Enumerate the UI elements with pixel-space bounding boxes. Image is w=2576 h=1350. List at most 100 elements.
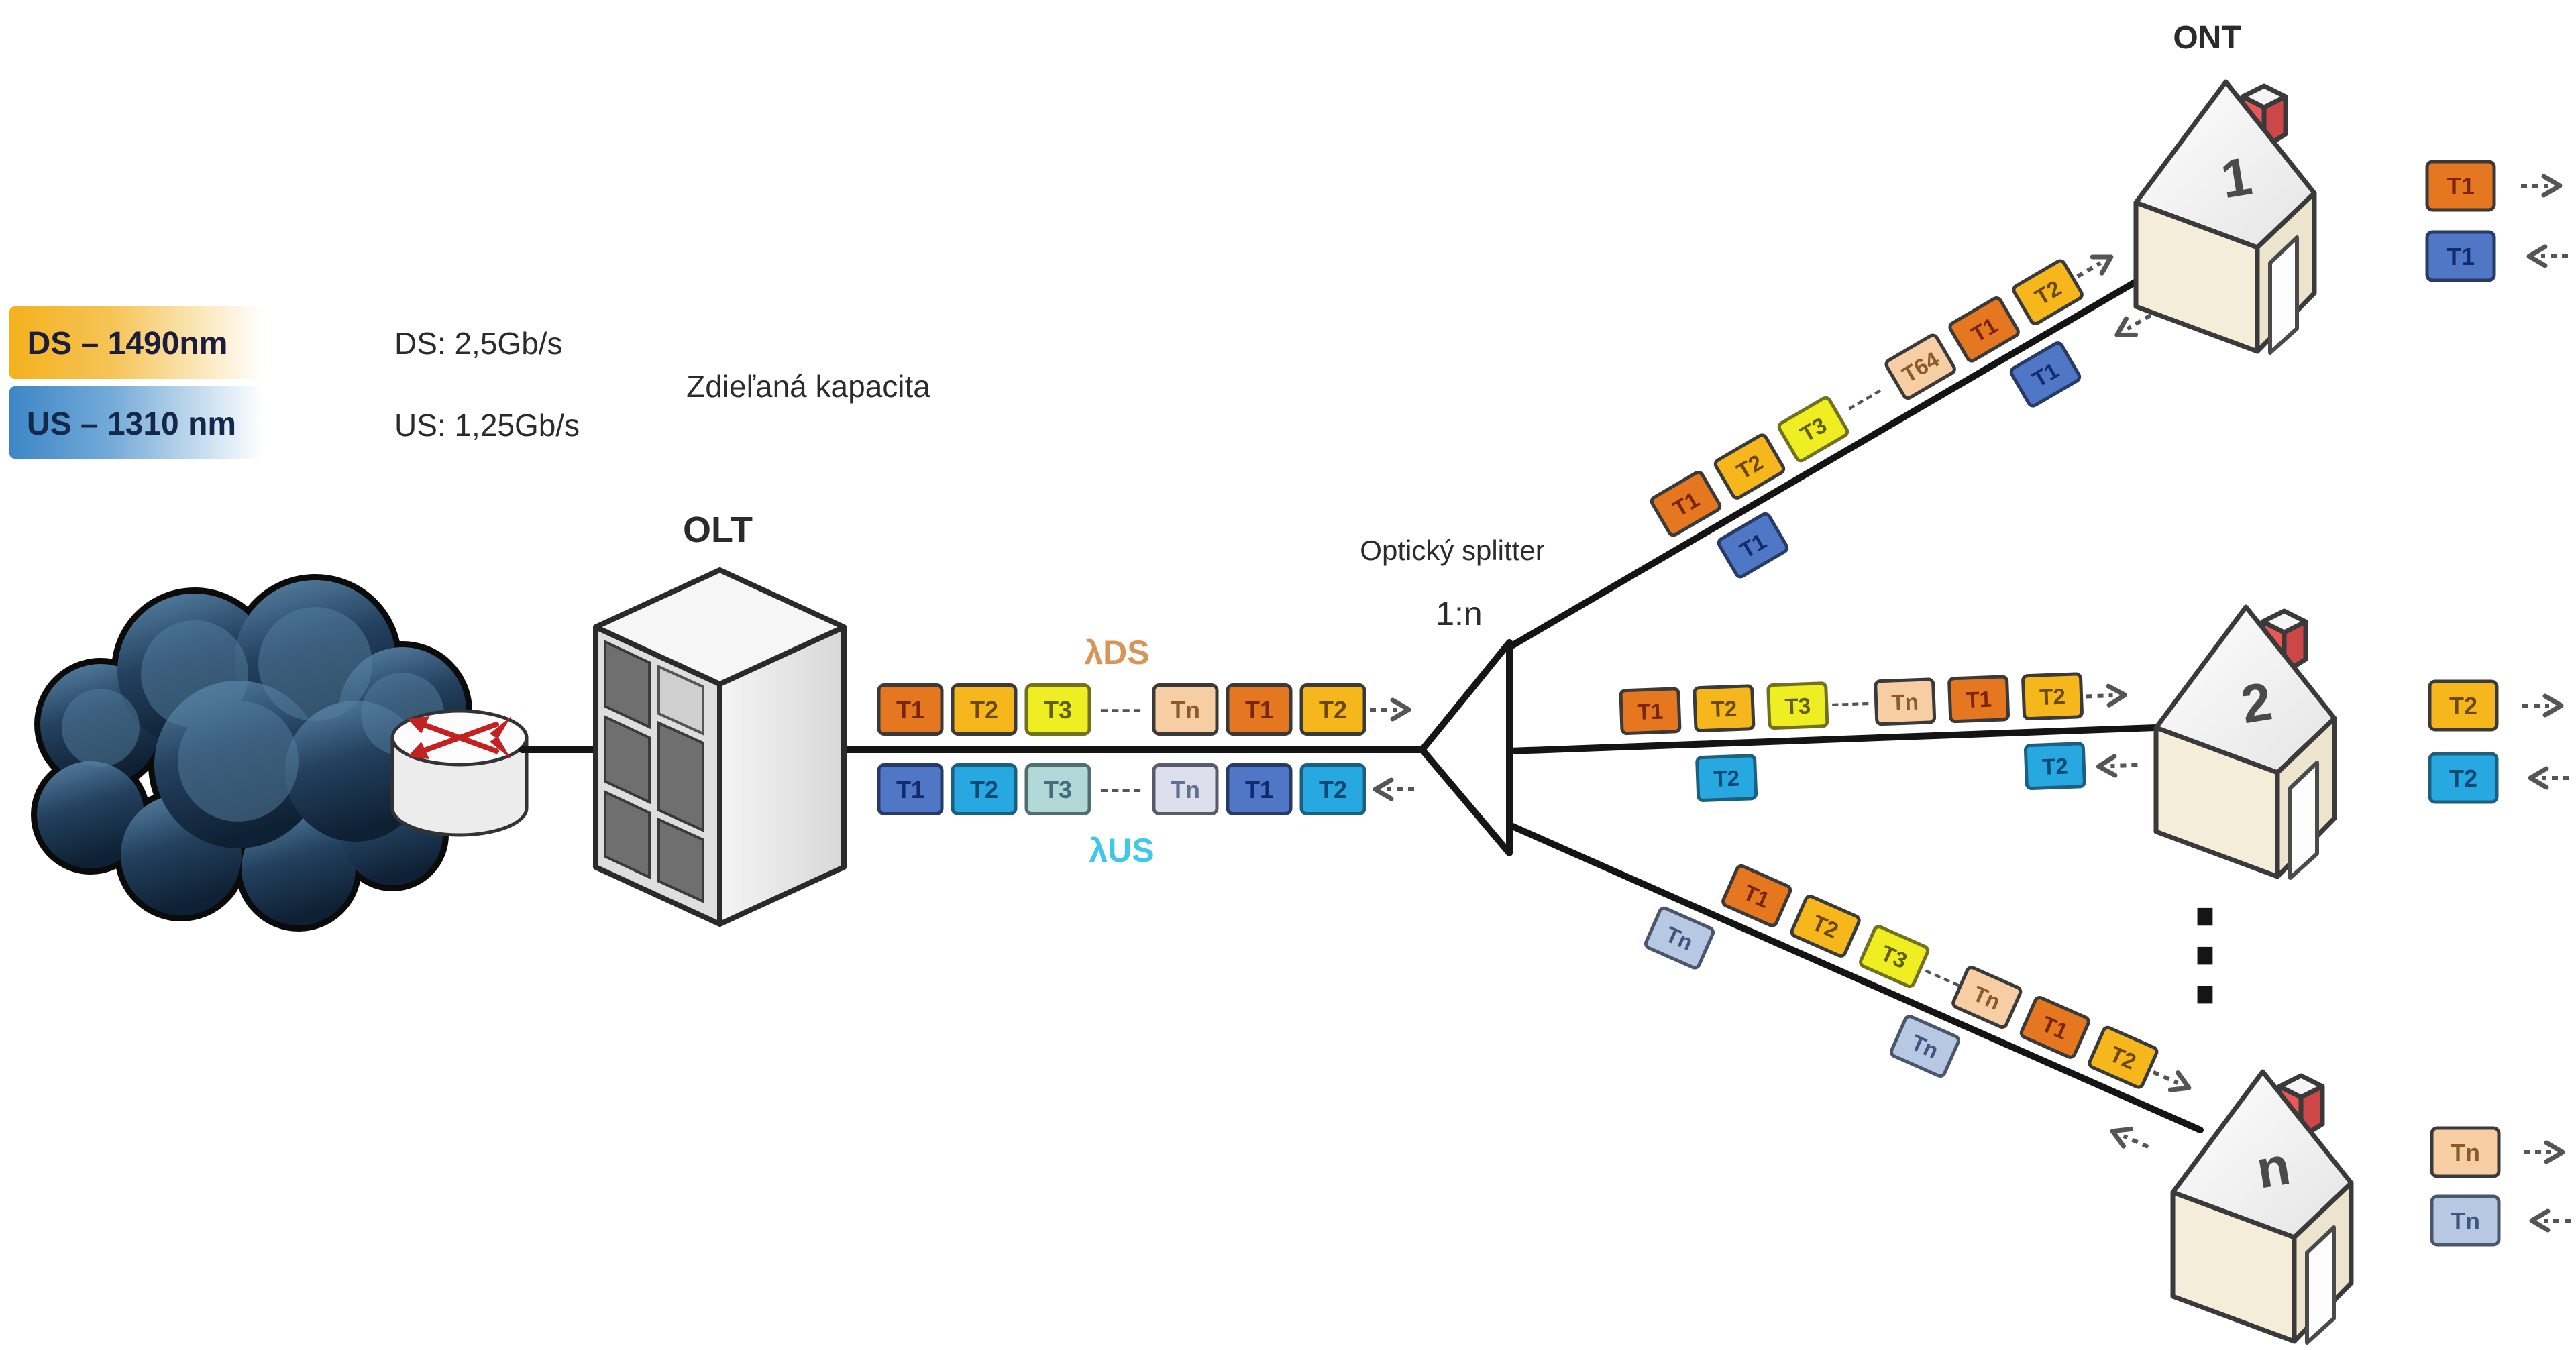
- olt-node: OLT: [593, 510, 847, 927]
- dashed-left-arrow-icon: [2098, 756, 2138, 776]
- timeslot-box: T1: [2009, 341, 2082, 408]
- timeslot-box: T1: [877, 763, 944, 815]
- timeslot-box: T2: [2428, 679, 2499, 732]
- dashed-left-arrow-icon: [2529, 247, 2568, 266]
- ont-house-2: 2 T2 T2: [2156, 607, 2569, 878]
- splitter-ratio-label: 1:n: [1436, 595, 1483, 632]
- olt-downstream-row: λDS T1 T2 T3 ---- Tn T1 T2: [877, 634, 1409, 736]
- svg-text:T2: T2: [970, 776, 998, 803]
- legend: DS – 1490nm US – 1310 nm DS: 2,5Gb/s US:…: [9, 306, 930, 459]
- shared-capacity-label: Zdieľaná kapacita: [686, 369, 930, 404]
- svg-text:T3: T3: [1044, 776, 1072, 803]
- timeslot-box: Tn: [1152, 763, 1219, 815]
- legend-us-swatch: [9, 386, 263, 459]
- splitter-triangle: [1419, 639, 1513, 856]
- timeslot-box: T3: [1766, 681, 1829, 730]
- svg-text:T1: T1: [1966, 687, 1992, 712]
- timeslot-box: T1: [1948, 296, 2020, 363]
- dashed-left-arrow-icon: [2530, 769, 2569, 787]
- timeslot-box: T2: [951, 683, 1018, 736]
- branch-2-slots: T1 T2 T3 ---- Tn T1 T2 T2 T2: [1619, 672, 2139, 802]
- timeslot-box: T1: [2425, 230, 2496, 282]
- dashed-right-arrow-icon: [2522, 696, 2561, 715]
- svg-text:T2: T2: [2449, 765, 2477, 792]
- timeslot-box: T2: [1790, 895, 1861, 958]
- timeslot-box: Tn: [2430, 1194, 2501, 1247]
- slot-gap-dashes: ----: [1831, 687, 1872, 716]
- timeslot-box: T2: [2021, 672, 2084, 721]
- svg-text:Tn: Tn: [1891, 689, 1919, 715]
- timeslot-box: T1: [1650, 470, 1722, 537]
- timeslot-box: Tn: [1889, 1015, 1961, 1078]
- slot-gap-dashes: ----: [1840, 376, 1888, 420]
- svg-text:T2: T2: [2039, 684, 2066, 710]
- optical-splitter: Optický splitter 1:n: [1360, 535, 1545, 856]
- svg-text:T2: T2: [2449, 692, 2477, 720]
- ont-house-n: n Tn Tn: [2173, 1072, 2571, 1343]
- dashed-right-arrow-icon: [2073, 249, 2116, 284]
- timeslot-box: T1: [1226, 683, 1293, 736]
- timeslot-box: Tn: [1951, 966, 2023, 1029]
- legend-ds-label: DS – 1490nm: [28, 326, 228, 361]
- branch-n-slots: T1 T2 T3 ---- Tn T1 T2 Tn Tn: [1644, 864, 2198, 1170]
- svg-text:T1: T1: [1245, 696, 1273, 724]
- timeslot-box: Tn: [1644, 906, 1715, 970]
- dashed-left-arrow-icon: [2532, 1211, 2571, 1230]
- timeslot-box: T1: [877, 683, 944, 736]
- timeslot-box: T2: [1299, 683, 1366, 736]
- svg-text:T2: T2: [2041, 754, 2068, 779]
- timeslot-box: T3: [1859, 925, 1930, 989]
- svg-text:T1: T1: [2447, 172, 2475, 200]
- timeslot-box: Tn: [1152, 683, 1219, 736]
- olt-upstream-row: λUS T1 T2 T3 ---- Tn T1 T2: [877, 763, 1414, 869]
- svg-text:T1: T1: [2447, 243, 2475, 270]
- slot-gap-dashes: ----: [1099, 694, 1143, 724]
- timeslot-box: T3: [1777, 396, 1849, 463]
- dashed-left-arrow-icon: [1375, 780, 1414, 799]
- svg-text:T2: T2: [1319, 696, 1347, 724]
- svg-text:T1: T1: [896, 776, 924, 803]
- dashed-right-arrow-icon: [1370, 700, 1409, 719]
- svg-text:T2: T2: [1711, 696, 1737, 722]
- router-icon: [390, 709, 529, 837]
- us-rate-label: US: 1,25Gb/s: [394, 408, 580, 443]
- svg-text:T1: T1: [1245, 776, 1273, 803]
- timeslot-box: T1: [1717, 512, 1789, 579]
- timeslot-box: T1: [1226, 763, 1293, 815]
- slot-gap-dashes: ----: [1099, 774, 1143, 803]
- branch-line-2: [1506, 724, 2159, 754]
- branch-line-n: [1506, 822, 2204, 1133]
- timeslot-box: T64: [1884, 333, 1956, 400]
- lambda-us-label: λUS: [1089, 832, 1154, 869]
- dashed-right-arrow-icon: [2521, 176, 2560, 195]
- svg-text:Tn: Tn: [1171, 696, 1200, 724]
- svg-text:T2: T2: [1319, 776, 1347, 803]
- olt-front-panels: [604, 639, 704, 904]
- svg-text:Tn: Tn: [1171, 776, 1200, 803]
- timeslot-box: T1: [2019, 995, 2090, 1059]
- legend-us-label: US – 1310 nm: [27, 406, 236, 442]
- olt-label: OLT: [683, 510, 753, 550]
- legend-ds-swatch: [9, 306, 263, 379]
- timeslot-box: T2: [951, 763, 1018, 815]
- ont-label: ONT: [2173, 20, 2241, 56]
- timeslot-box: T2: [1713, 433, 1786, 500]
- timeslot-box: T1: [1947, 675, 2010, 724]
- timeslot-box: Tn: [1874, 677, 1937, 726]
- ont-house-1: ONT 1 T1 T1: [2136, 20, 2568, 353]
- dashed-right-arrow-icon: [2086, 685, 2125, 706]
- svg-text:T1: T1: [1637, 699, 1664, 724]
- vertical-ellipsis-icon: ⋮: [2148, 889, 2262, 1016]
- ds-rate-label: DS: 2,5Gb/s: [394, 326, 563, 361]
- timeslot-box: T3: [1024, 763, 1091, 815]
- timeslot-box: T1: [1619, 687, 1682, 736]
- svg-text:T2: T2: [1713, 765, 1740, 791]
- branch-line-1: [1506, 278, 2139, 651]
- dashed-left-arrow-icon: [2109, 1123, 2152, 1156]
- svg-text:T1: T1: [896, 696, 924, 724]
- svg-text:T2: T2: [970, 696, 998, 724]
- router-arrows-icon: [420, 722, 499, 754]
- dashed-right-arrow-icon: [2149, 1064, 2192, 1096]
- svg-text:T3: T3: [1044, 696, 1072, 724]
